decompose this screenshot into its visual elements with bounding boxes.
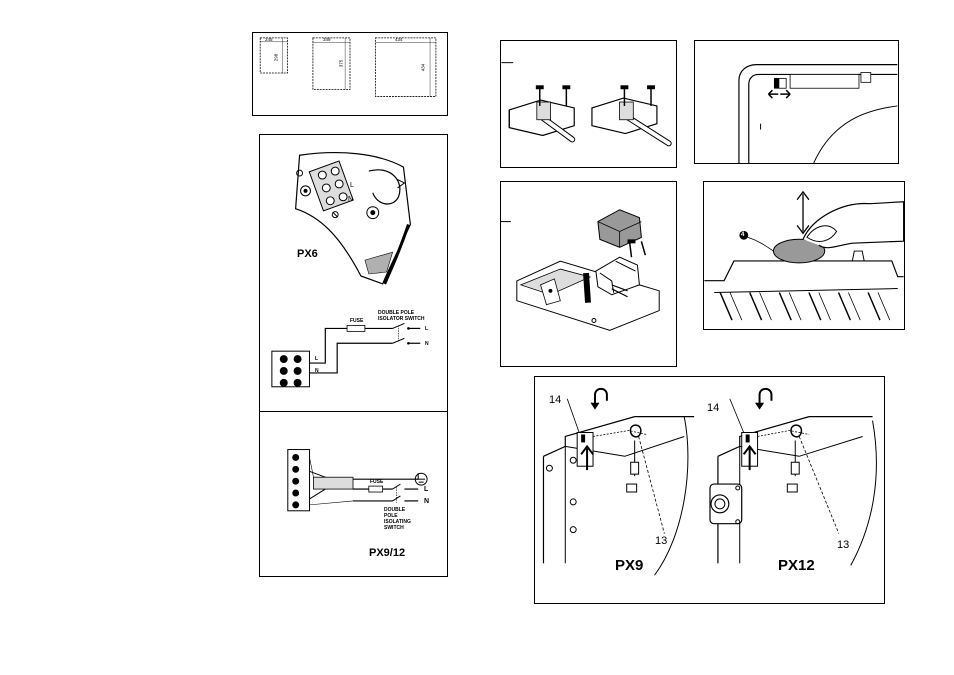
px6-model-label: PX6 bbox=[297, 248, 318, 260]
px6-fuse-label: FUSE bbox=[350, 318, 364, 324]
px12-model-label: PX12 bbox=[778, 557, 815, 574]
px6-switch-label-2: ISOLATOR SWITCH bbox=[378, 316, 425, 322]
heater2-width: 349 bbox=[323, 37, 331, 42]
px12-callout-13: 13 bbox=[837, 539, 850, 551]
cable-clamp-panel bbox=[500, 40, 677, 168]
px9-model-label: PX9 bbox=[615, 557, 644, 574]
heater3-height: 434 bbox=[420, 63, 426, 72]
thermostat-drawing bbox=[542, 387, 877, 576]
px912-wiring-drawing bbox=[287, 449, 428, 512]
finger-press-drawing bbox=[704, 190, 904, 321]
px912-switch-label-3: ISOLATING bbox=[384, 519, 411, 525]
px6-switch-label-1: DOUBLE POLE bbox=[378, 310, 415, 316]
px912-switch-label-2: POLE bbox=[384, 513, 398, 519]
px6-term-n: N bbox=[425, 341, 429, 347]
px6-wire-n: N bbox=[315, 368, 319, 374]
heater1-width: 245 bbox=[265, 37, 273, 42]
dimensions-drawing bbox=[259, 37, 437, 97]
px9-callout-13: 13 bbox=[655, 535, 668, 547]
bracket-switch-panel bbox=[694, 40, 899, 164]
dimensions-panel: 245 298 349 375 434 434 bbox=[252, 32, 448, 116]
cable-clamp-drawing bbox=[501, 62, 672, 147]
px6-terminal-l: L bbox=[350, 182, 354, 189]
finger-press-panel: 4 bbox=[703, 181, 905, 330]
px912-line-l: L bbox=[424, 486, 429, 493]
px912-switch-label-1: DOUBLE bbox=[384, 507, 406, 513]
px6-wiring-drawing bbox=[271, 152, 421, 388]
connector-drawing bbox=[501, 209, 660, 331]
heater1-height: 298 bbox=[273, 53, 279, 62]
bracket-switch-drawing bbox=[738, 64, 898, 163]
px9-callout-14: 14 bbox=[549, 394, 562, 406]
px912-line-n: N bbox=[424, 498, 430, 505]
connector-panel bbox=[500, 181, 677, 367]
px6-term-l: L bbox=[425, 326, 429, 332]
px6-wiring-panel: PX6 L N FUSE DOUBLE POLE ISOLATOR SWITCH… bbox=[259, 134, 448, 412]
finger-callout-number: 4 bbox=[741, 232, 745, 238]
heater2-height: 375 bbox=[338, 59, 344, 68]
px912-switch-label-4: SWITCH bbox=[384, 525, 404, 531]
px12-callout-14: 14 bbox=[707, 402, 720, 414]
px912-model-label: PX9/12 bbox=[369, 547, 406, 559]
heater3-width: 434 bbox=[395, 37, 403, 42]
px6-wire-l: L bbox=[315, 356, 319, 362]
thermostat-panel: 14 13 14 13 PX9 PX12 bbox=[534, 376, 885, 604]
px6-terminal-n: N bbox=[348, 196, 354, 203]
px912-fuse-label: FUSE bbox=[370, 479, 384, 485]
px912-wiring-panel: FUSE L N DOUBLE POLE ISOLATING SWITCH PX… bbox=[259, 411, 448, 577]
